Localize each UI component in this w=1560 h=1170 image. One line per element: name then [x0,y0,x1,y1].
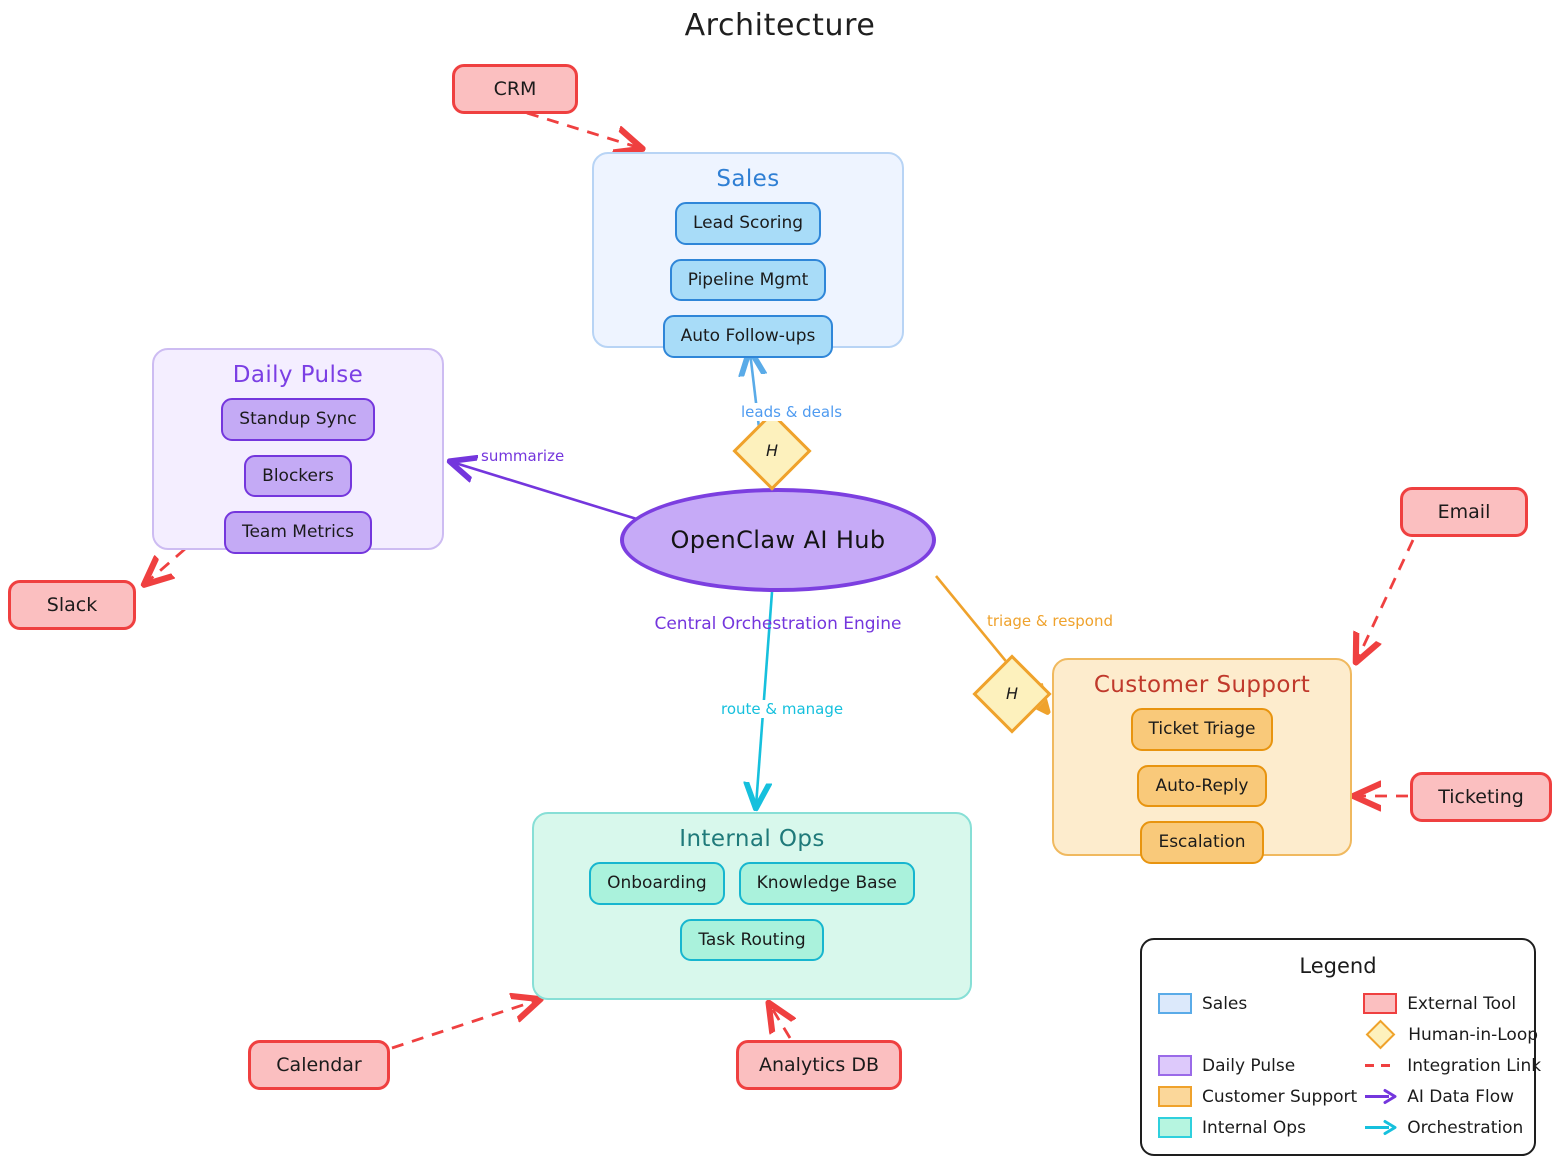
legend-swatch-external-tool [1363,993,1398,1014]
legend-label-orchestration: Orchestration [1407,1117,1524,1138]
legend-item-daily-pulse: Daily Pulse [1158,1050,1357,1081]
page-title: Architecture [684,8,876,43]
node-onboarding[interactable]: Onboarding [589,862,725,905]
cluster-body-customer-support: Ticket Triage Auto-Reply Escalation [1054,708,1350,865]
cluster-body-daily-pulse: Standup Sync Blockers Team Metrics [154,398,442,555]
node-pipeline-mgmt[interactable]: Pipeline Mgmt [669,258,827,302]
node-ticket-triage[interactable]: Ticket Triage [1130,708,1274,751]
legend-swatch-customer-support [1158,1086,1192,1107]
external-tool-slack[interactable]: Slack [8,580,136,630]
edge-label-summarize: summarize [478,447,568,465]
legend-swatch-arrow-cyan-icon [1363,1117,1397,1138]
legend-item-ai-data-flow: AI Data Flow [1363,1081,1541,1112]
legend-column-left: Sales Daily Pulse Customer Support Inter… [1158,988,1357,1143]
node-standup-sync[interactable]: Standup Sync [221,398,375,441]
cluster-title-sales: Sales [716,166,780,192]
hub-label: OpenClaw AI Hub [670,526,886,554]
external-tool-analytics-db[interactable]: Analytics DB [736,1040,902,1090]
legend-label-human-in-loop: Human-in-Loop [1408,1024,1539,1045]
node-row: Auto Follow-ups [610,315,886,359]
node-row: Team Metrics [170,511,426,555]
node-row: Escalation [1070,821,1334,865]
legend-swatch-sales [1158,993,1192,1014]
node-openclaw-ai-hub[interactable]: OpenClaw AI Hub [620,488,936,592]
legend-label-daily-pulse: Daily Pulse [1202,1055,1296,1076]
external-tool-crm[interactable]: CRM [452,64,578,114]
legend-item-customer-support: Customer Support [1158,1081,1357,1112]
edge-analytics-db-to-internal-ops [770,1005,790,1039]
cluster-customer-support[interactable]: Customer Support Ticket Triage Auto-Repl… [1052,658,1352,865]
node-row: Task Routing [550,918,954,962]
node-task-routing[interactable]: Task Routing [680,918,824,962]
legend-swatch-arrow-purple-icon [1363,1086,1397,1107]
external-tool-slack-label: Slack [46,594,98,616]
legend-label-ai-data-flow: AI Data Flow [1407,1086,1515,1107]
legend-swatch-human-in-loop-diamond-icon [1365,1019,1396,1050]
legend-item-human-in-loop: Human-in-Loop [1363,1019,1541,1050]
legend-label-customer-support: Customer Support [1202,1086,1358,1107]
edge-label-triage-respond: triage & respond [984,612,1116,630]
legend-label-external-tool: External Tool [1407,993,1517,1014]
node-auto-reply[interactable]: Auto-Reply [1137,764,1267,808]
cluster-body-sales: Lead Scoring Pipeline Mgmt Auto Follow-u… [594,202,902,359]
legend-label-integration-link: Integration Link [1407,1055,1542,1076]
legend-swatch-daily-pulse [1158,1055,1192,1076]
legend-swatch-dashed-line-icon [1363,1055,1397,1076]
edge-hub-to-daily-pulse [452,462,641,522]
legend-spacer [1158,1019,1357,1050]
external-tool-crm-label: CRM [493,78,537,100]
external-tool-calendar-label: Calendar [276,1054,362,1076]
legend-item-orchestration: Orchestration [1363,1112,1541,1143]
hub-caption: Central Orchestration Engine [654,614,902,634]
cluster-title-daily-pulse: Daily Pulse [232,362,364,388]
legend: Legend Sales Daily Pulse Customer Suppor… [1140,938,1541,1156]
external-tool-email-label: Email [1437,501,1491,523]
cluster-daily-pulse[interactable]: Daily Pulse Standup Sync Blockers Team M… [152,348,444,555]
cluster-title-customer-support: Customer Support [1093,672,1311,698]
legend-item-sales: Sales [1158,988,1357,1019]
node-lead-scoring[interactable]: Lead Scoring [674,202,822,245]
human-in-loop-sales-label: H [765,441,779,460]
external-tool-calendar[interactable]: Calendar [248,1040,390,1090]
legend-label-sales: Sales [1202,993,1248,1014]
node-team-metrics[interactable]: Team Metrics [223,511,373,555]
legend-item-external-tool: External Tool [1363,988,1541,1019]
node-blockers[interactable]: Blockers [244,454,352,498]
external-tool-ticketing[interactable]: Ticketing [1410,772,1552,822]
legend-columns: Sales Daily Pulse Customer Support Inter… [1142,988,1541,1143]
cluster-body-internal-ops: Onboarding Knowledge Base Task Routing [534,862,970,962]
external-tool-analytics-db-label: Analytics DB [759,1054,879,1076]
cluster-sales[interactable]: Sales Lead Scoring Pipeline Mgmt Auto Fo… [592,152,904,359]
edge-daily-pulse-to-slack [146,547,186,583]
cluster-title-internal-ops: Internal Ops [679,826,825,852]
human-in-loop-support-label: H [1005,684,1019,703]
node-auto-follow-ups[interactable]: Auto Follow-ups [662,315,834,359]
edge-label-route-manage: route & manage [718,700,847,718]
legend-column-right: External Tool Human-in-Loop Integration … [1357,988,1541,1143]
legend-swatch-internal-ops [1158,1117,1192,1138]
legend-item-internal-ops: Internal Ops [1158,1112,1357,1143]
edge-calendar-to-internal-ops [391,1000,538,1050]
node-knowledge-base[interactable]: Knowledge Base [738,862,915,905]
legend-title: Legend [1299,954,1377,978]
node-escalation[interactable]: Escalation [1140,821,1264,865]
legend-item-integration-link: Integration Link [1363,1050,1541,1081]
edge-crm-to-sales [526,111,640,148]
external-tool-ticketing-label: Ticketing [1438,786,1524,808]
edge-email-to-customer-support [1357,539,1415,660]
edge-label-leads-deals: leads & deals [738,403,846,421]
cluster-internal-ops[interactable]: Internal Ops Onboarding Knowledge Base T… [532,812,972,1000]
external-tool-email[interactable]: Email [1400,487,1528,537]
legend-label-internal-ops: Internal Ops [1202,1117,1306,1138]
